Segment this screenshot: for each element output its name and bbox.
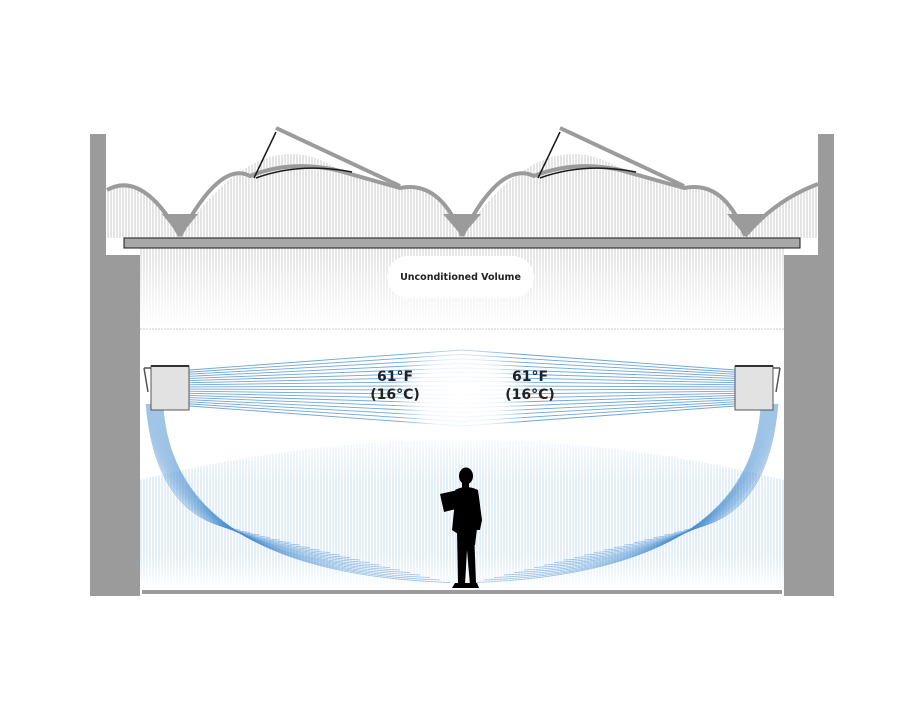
outer-column-right [818, 134, 834, 596]
outer-column-left [90, 134, 106, 596]
roof-arches [106, 164, 819, 238]
air-curve-left [148, 403, 281, 541]
air-curve-left [148, 403, 271, 538]
skylight-frames [253, 131, 637, 179]
right-temp-fahrenheit: 61°F [511, 369, 549, 385]
air-curve-right [633, 403, 775, 543]
ceiling-beam [123, 237, 801, 249]
volume-label-text: Unconditioned Volume [400, 271, 521, 283]
air-curve-right [613, 403, 773, 548]
skylight-vents [275, 126, 685, 188]
air-curve-left [162, 403, 451, 583]
air-curve-right [473, 403, 762, 583]
air-curve-left [154, 403, 351, 558]
air-curve-right [643, 403, 776, 541]
air-handler-unit-right [734, 365, 781, 411]
center-glow [392, 335, 532, 455]
air-curves [145, 403, 779, 583]
right-temp-celsius: (16°C) [505, 387, 555, 403]
floor-slab [142, 590, 782, 594]
unconditioned-volume-label: Unconditioned Volume [387, 256, 534, 298]
left-temp-fahrenheit: 61°F [376, 369, 414, 385]
air-curve-left [151, 403, 311, 548]
air-curve-right [603, 403, 772, 551]
air-curve-left [153, 403, 341, 556]
air-curve-right [583, 403, 771, 556]
air-curve-right [653, 403, 776, 538]
left-temperature-label: 61°F (16°C) [355, 368, 435, 404]
air-curve-left [149, 403, 291, 543]
inner-column-right [784, 255, 818, 596]
air-curve-right [623, 403, 774, 546]
left-temp-celsius: (16°C) [370, 387, 420, 403]
air-curve-left [150, 403, 301, 546]
air-curve-right [573, 403, 770, 558]
air-handler-unit-left [143, 365, 190, 411]
right-temperature-label: 61°F (16°C) [490, 368, 570, 404]
air-curve-left [152, 403, 321, 551]
person-with-tablet-icon [440, 467, 482, 588]
inner-column-left [106, 255, 140, 596]
